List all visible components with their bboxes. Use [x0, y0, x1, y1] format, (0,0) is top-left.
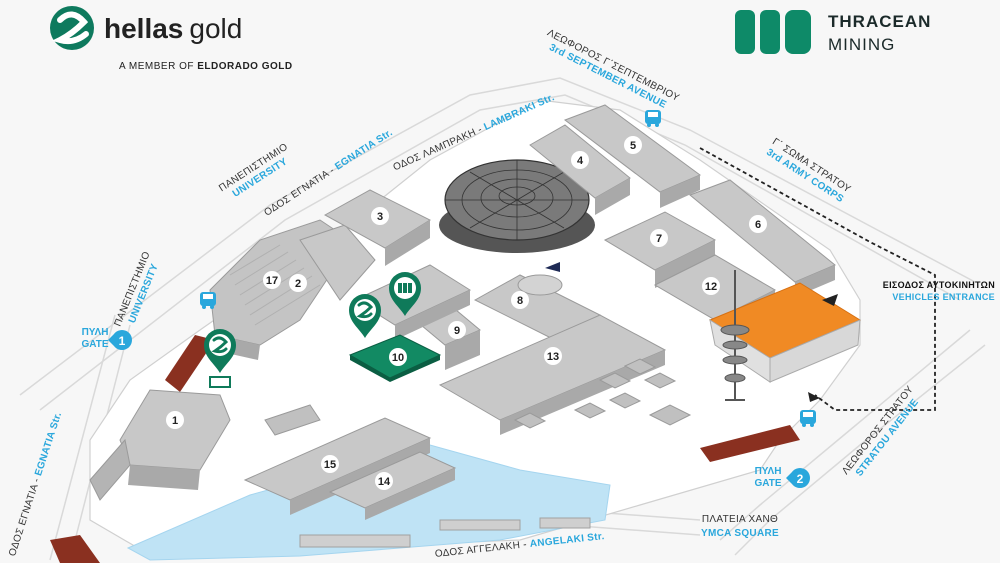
svg-text:ΕΙΣΟΔΟΣ ΑΥΤΟΚΙΝΗΤΩΝ: ΕΙΣΟΔΟΣ ΑΥΤΟΚΙΝΗΤΩΝ: [883, 280, 995, 290]
building-7-marker: [650, 229, 668, 247]
thracean-mining-highlight: [708, 282, 862, 383]
thracean-mining-emblem: [735, 10, 811, 54]
building-7: [603, 211, 717, 288]
flag-icon: [545, 262, 560, 272]
svg-text:VEHICLES ENTRANCE: VEHICLES ENTRANCE: [892, 292, 995, 302]
building-12-marker: [702, 277, 720, 295]
corner-wall: [50, 535, 100, 563]
building-4: [529, 124, 631, 215]
building-10-marker: [389, 348, 407, 366]
hellas-gold-pin-2[interactable]: [349, 294, 381, 338]
building-15: [243, 417, 432, 515]
building-8-marker: [511, 291, 529, 309]
thracean-line-2: MINING: [828, 35, 895, 54]
arrow-icon: [808, 392, 820, 402]
building-2-marker: [289, 274, 307, 292]
building-17-number: 17: [266, 275, 278, 287]
gate-1-number: 1: [119, 334, 126, 348]
building-1: [89, 389, 231, 501]
bus-icon: [645, 110, 661, 127]
svg-text:ΠΛΑΤΕΙΑ ΧΑΝΘ: ΠΛΑΤΕΙΑ ΧΑΝΘ: [702, 514, 778, 525]
building-2-number: 2: [295, 278, 301, 290]
building-10-hellas-gold: [348, 334, 442, 382]
building-5-number: 5: [630, 140, 636, 152]
gate-1-wall: [165, 335, 215, 392]
building-15-marker: [321, 455, 339, 473]
building-12-number: 12: [705, 281, 717, 293]
building-7-number: 7: [656, 233, 662, 245]
thracean-mining-logo: THRACEAN MINING: [735, 10, 931, 54]
small-buildings: [264, 358, 692, 436]
arrow-icon: [822, 294, 838, 306]
building-1-number: 1: [172, 415, 178, 427]
building-17-marker: [263, 271, 281, 289]
building-14-marker: [375, 472, 393, 490]
gate-1[interactable]: ΠΥΛΗ GATE 1: [81, 327, 132, 350]
building-6-number: 6: [755, 219, 761, 231]
building-13-number: 13: [547, 351, 559, 363]
bus-icon: [800, 410, 816, 427]
gate-2[interactable]: ΠΥΛΗ GATE 2: [754, 466, 810, 489]
building-3-number: 3: [377, 211, 383, 223]
vehicles-route-line: [699, 147, 936, 411]
gate-1-gr: ΠΥΛΗ: [82, 327, 109, 338]
building-14-number: 14: [378, 476, 391, 488]
building-14: [328, 451, 457, 520]
building-numbers: 1 2 3 4 5 6 7 8 9 10 12 13 14 15 17: [172, 140, 761, 488]
building-13-marker: [544, 347, 562, 365]
gate-1-en: GATE: [81, 339, 108, 350]
gate-2-badge: [786, 468, 810, 488]
thracean-mining-pin[interactable]: [389, 272, 421, 316]
ymca-square-label: ΠΛΑΤΕΙΑ ΧΑΝΘ YMCA SQUARE: [701, 514, 779, 539]
building-4-number: 4: [577, 155, 584, 167]
building-9-marker: [448, 321, 466, 339]
bus-icon: [200, 292, 216, 309]
building-5-marker: [624, 136, 642, 154]
building-10-number: 10: [392, 352, 404, 364]
building-1-marker: [166, 411, 184, 429]
building-3-marker: [371, 207, 389, 225]
gate-2-en: GATE: [754, 478, 781, 489]
vehicles-entrance-label: ΕΙΣΟΔΟΣ ΑΥΤΟΚΙΝΗΤΩΝ VEHICLES ENTRANCE: [883, 280, 995, 302]
building-9-number: 9: [454, 325, 460, 337]
hellas-gold-pin-1[interactable]: [204, 329, 236, 388]
hellas-gold-tagline: A MEMBER OF ELDORADO GOLD: [119, 61, 293, 72]
building-15-number: 15: [324, 459, 336, 471]
building-8-number: 8: [517, 295, 523, 307]
gate-1-badge: [108, 330, 132, 350]
tv-tower: [720, 270, 750, 401]
thracean-line-1: THRACEAN: [828, 12, 931, 31]
building-3: [323, 189, 432, 266]
gate-2-wall: [700, 425, 800, 462]
building-6-marker: [749, 215, 767, 233]
svg-text:YMCA SQUARE: YMCA SQUARE: [701, 528, 779, 539]
pier-structures: [299, 517, 591, 548]
building-4-marker: [571, 151, 589, 169]
gate-2-number: 2: [797, 472, 804, 486]
sports-arena-dome: [439, 159, 595, 253]
building-13: [438, 314, 667, 435]
gate-2-gr: ΠΥΛΗ: [755, 466, 782, 477]
building-5: [563, 104, 702, 208]
